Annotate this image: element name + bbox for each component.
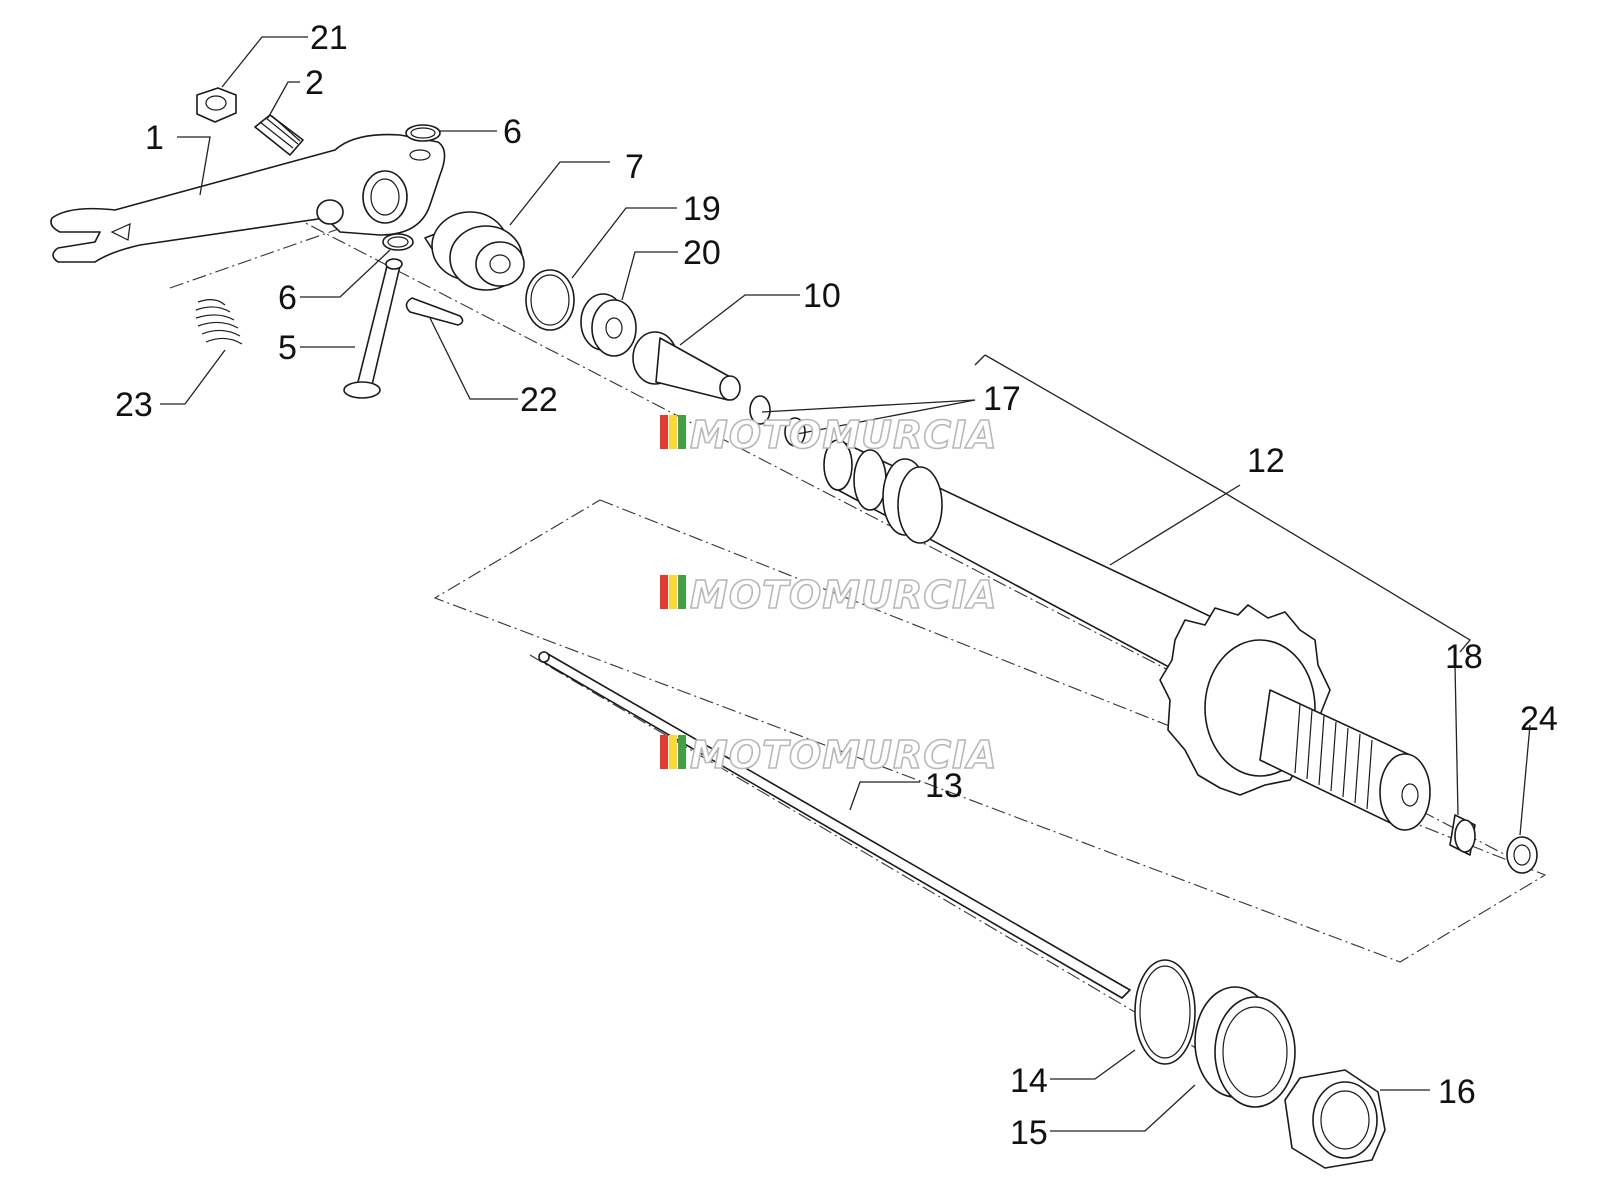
ring-24-part: [1506, 836, 1538, 874]
watermark-text: MOTOMURCIA: [690, 573, 998, 617]
watermark-bottom: MOTOMURCIA: [660, 732, 998, 778]
o-ring-14-part: [1134, 959, 1196, 1065]
watermark-middle: MOTOMURCIA: [660, 572, 998, 618]
screw-part: [254, 114, 304, 156]
sleeve-part: [1449, 814, 1476, 856]
watermark-stripe-green: [678, 575, 686, 609]
callout-5: 5: [278, 329, 297, 367]
nut-part: [196, 87, 237, 123]
callout-17: 17: [983, 380, 1021, 418]
callout-labels: 21 2 1 6 7 19 20 10 6 5 22 23 17 12 18 2…: [115, 19, 1558, 1152]
washer-part: [580, 293, 637, 357]
watermark-text: MOTOMURCIA: [690, 413, 998, 457]
pin-part: [343, 258, 403, 399]
watermark-stripe-yellow: [669, 735, 677, 769]
o-ring-parts: [382, 124, 441, 251]
gear-shaft-part: [823, 439, 1431, 831]
callout-12: 12: [1247, 442, 1285, 480]
callout-6-top: 6: [503, 113, 522, 151]
callout-7: 7: [625, 148, 644, 186]
watermark-stripe-green: [678, 735, 686, 769]
bearing-race-part: [1194, 986, 1296, 1108]
callout-10: 10: [803, 277, 841, 315]
callout-23: 23: [115, 386, 153, 424]
watermark-stripe-red: [660, 575, 668, 609]
watermark-stripe-yellow: [669, 415, 677, 449]
watermark-stripe-red: [660, 415, 668, 449]
bushing-part: [632, 331, 741, 401]
callout-14: 14: [1010, 1062, 1048, 1100]
callout-22: 22: [520, 381, 558, 419]
watermark-text: MOTOMURCIA: [690, 733, 998, 777]
callout-21: 21: [310, 19, 348, 57]
callout-19: 19: [683, 190, 721, 228]
callout-16: 16: [1438, 1073, 1476, 1111]
callout-1: 1: [145, 119, 164, 157]
rod-part: [538, 651, 1131, 999]
ring-17-parts: [749, 395, 806, 447]
callout-20: 20: [683, 234, 721, 272]
watermark-top: MOTOMURCIA: [660, 412, 998, 458]
hex-nut-part: [1284, 1069, 1386, 1169]
callout-6-bottom: 6: [278, 279, 297, 317]
cotter-pin-part: [405, 297, 464, 326]
callout-13: 13: [925, 767, 963, 805]
roller-part: [424, 211, 525, 291]
watermark-stripe-green: [678, 415, 686, 449]
callout-24: 24: [1520, 700, 1558, 738]
callout-15: 15: [1010, 1114, 1048, 1152]
callout-18: 18: [1445, 638, 1483, 676]
watermark-stripe-red: [660, 735, 668, 769]
spring-part: [195, 299, 243, 345]
watermark-stripe-yellow: [669, 575, 677, 609]
lever-part: [50, 133, 446, 263]
callout-2: 2: [305, 64, 324, 102]
leader-lines: [160, 36, 1531, 1132]
circlip-part: [525, 269, 575, 331]
